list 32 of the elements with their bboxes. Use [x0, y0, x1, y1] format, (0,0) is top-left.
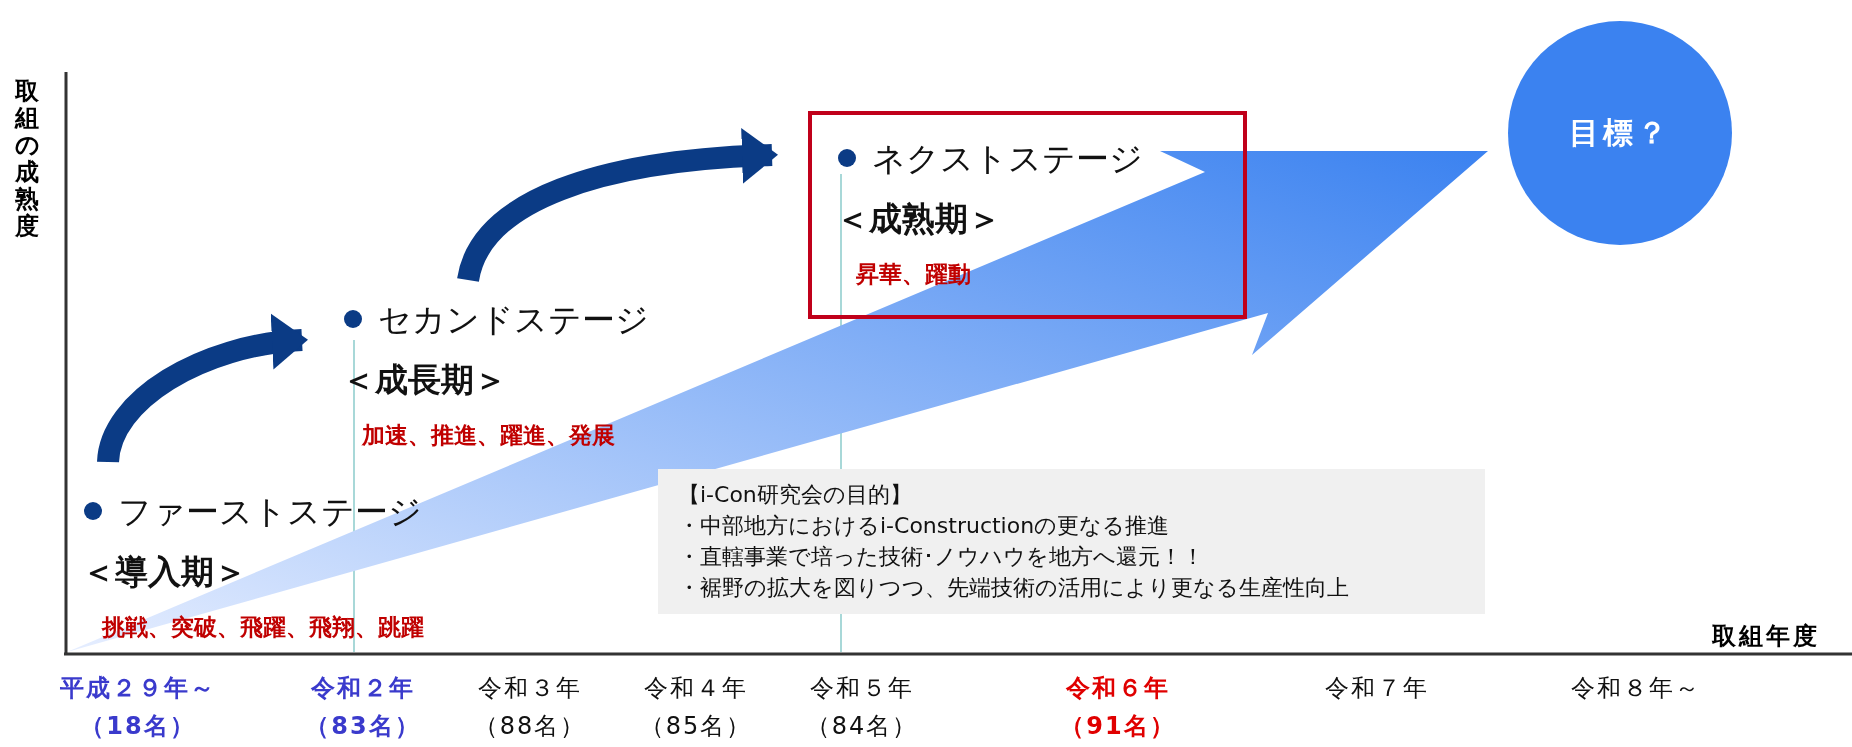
note-line: ・裾野の拡大を図りつつ、先端技術の活用により更なる生産性向上 [678, 574, 1350, 602]
member-count: （83名） [305, 711, 421, 742]
year-label: 令和５年 [810, 673, 914, 704]
member-count: （18名） [80, 711, 196, 742]
member-count: （85名） [639, 711, 753, 742]
year-label: 平成２９年～ [60, 673, 216, 704]
period-label: ＜成長期＞ [342, 359, 507, 401]
highlight-frame [808, 111, 1247, 319]
year-label: 令和７年 [1325, 673, 1429, 704]
note-line: ・中部地方におけるi-Constructionの更なる推進 [678, 512, 1171, 540]
axis-title: 取組の成熟度 [14, 78, 40, 240]
period-label: ＜導入期＞ [82, 551, 247, 593]
stage-title: セカンドステージ [378, 299, 649, 341]
goal-text: 目標？ [1569, 113, 1671, 152]
year-label: 令和２年 [311, 673, 415, 704]
member-count: （84名） [805, 711, 919, 742]
note-line: ・直轄事業で培った技術･ノウハウを地方へ還元！！ [678, 543, 1205, 571]
growth-arrow [67, 151, 1488, 652]
year-label: 令和６年 [1066, 673, 1170, 704]
stage-title: ファーストステージ [118, 491, 422, 533]
year-label: 令和４年 [644, 673, 748, 704]
axis-title: 取組年度 [1712, 621, 1820, 652]
keyword-text: 挑戦、突破、飛躍、飛翔、跳躍 [102, 613, 424, 642]
period-label: ＜成熟期＞ [836, 198, 1001, 240]
keyword-text: 加速、推進、躍進、発展 [362, 421, 615, 450]
note-panel [658, 469, 1485, 614]
member-count: （88名） [473, 711, 587, 742]
note-heading: 【i-Con研究会の目的】 [678, 481, 913, 509]
year-label: 令和８年～ [1571, 673, 1701, 704]
year-label: 令和３年 [478, 673, 582, 704]
member-count: （91名） [1060, 711, 1176, 742]
stage-title: ネクストステージ [872, 138, 1143, 180]
